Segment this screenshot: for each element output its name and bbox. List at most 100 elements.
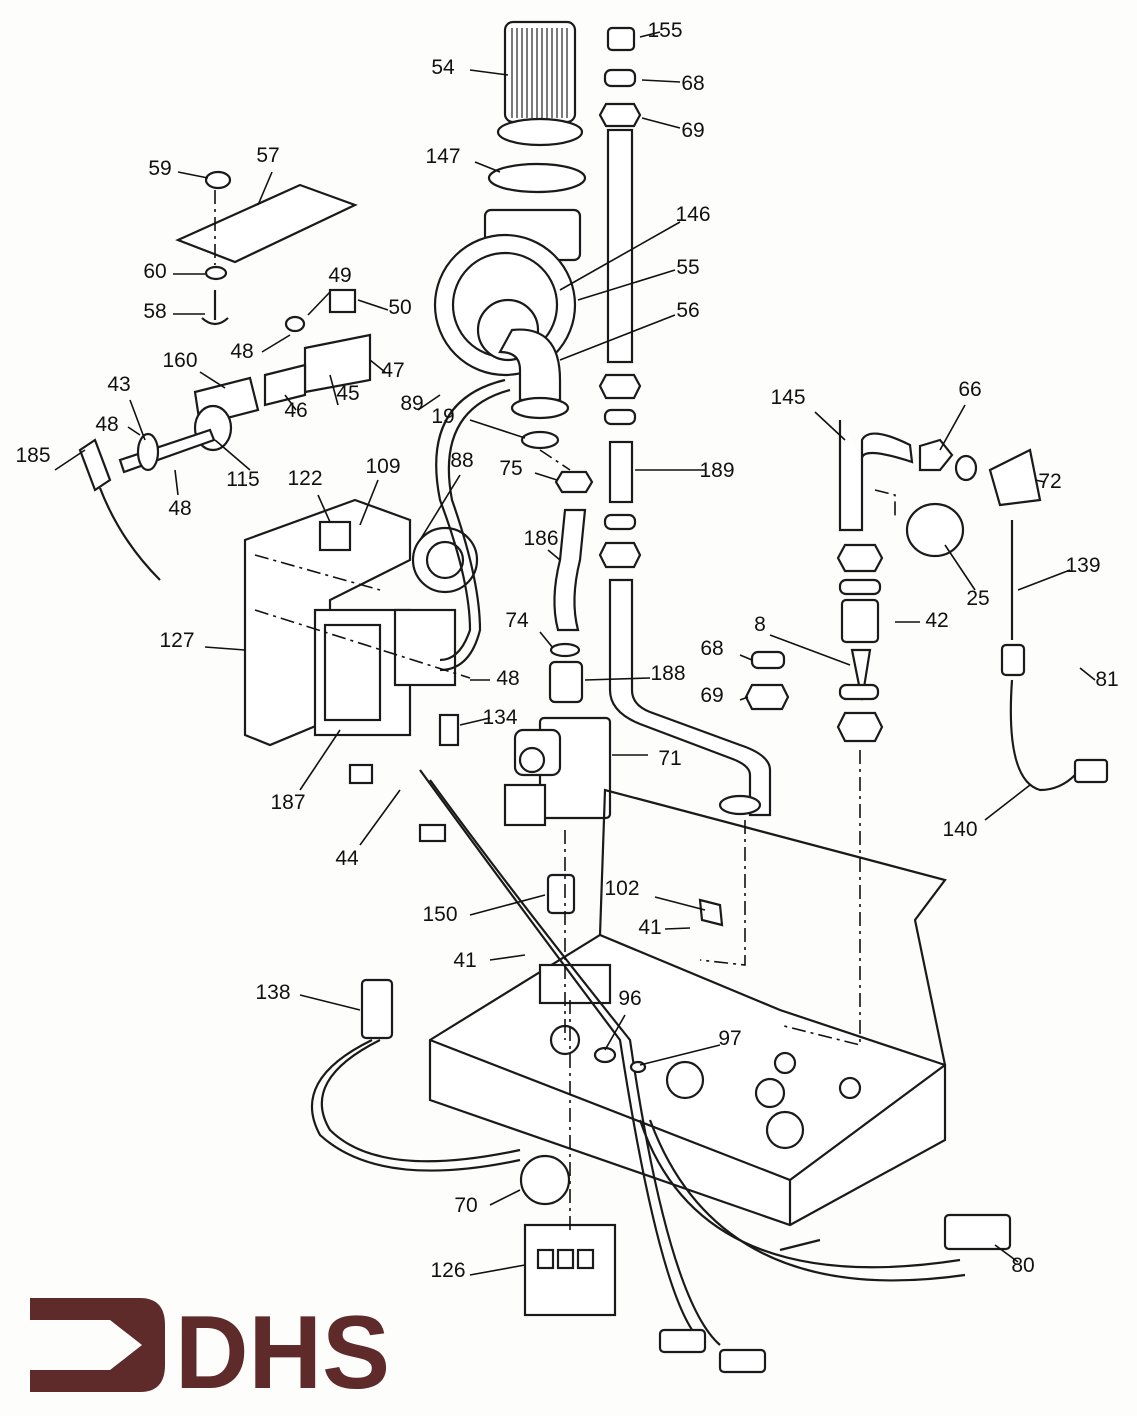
part-number-label: 49: [328, 264, 351, 287]
part-number-label: 68: [681, 72, 704, 95]
logo-text: DHS: [175, 1295, 390, 1411]
part-number-label: 102: [604, 877, 639, 900]
part-number-label: 74: [505, 609, 529, 632]
part-number-label: 42: [925, 609, 948, 632]
part-number-label: 44: [335, 847, 359, 870]
leader-line: [469, 69, 509, 76]
gas-pipe: [598, 26, 772, 817]
leader-line: [664, 927, 691, 930]
leader-line: [469, 419, 526, 439]
leader-line: [547, 549, 561, 561]
leader-line: [261, 334, 291, 353]
leader-line: [369, 359, 386, 373]
part-number-label: 47: [381, 359, 404, 382]
part-number-label: 60: [143, 260, 166, 283]
leader-line: [639, 31, 661, 38]
part-number-label: 134: [482, 706, 517, 729]
leader-line: [1034, 479, 1046, 483]
part-number-label: 71: [658, 747, 681, 770]
part-number-label: 68: [700, 637, 723, 660]
leader-line: [329, 374, 339, 406]
leader-line: [639, 1044, 721, 1066]
leader-line: [577, 269, 676, 301]
leader-line: [654, 896, 706, 911]
leader-line: [459, 717, 491, 726]
part-number-label: 147: [425, 145, 460, 168]
control-panel-bracket: [243, 498, 479, 747]
leader-line: [489, 1189, 521, 1206]
part-number-label: 48: [168, 497, 191, 520]
part-number-label: 46: [284, 399, 307, 422]
part-number-label: 185: [15, 444, 50, 467]
leader-line: [299, 994, 361, 1011]
leader-line: [944, 544, 976, 591]
part-number-label: 41: [638, 916, 661, 939]
leader-line: [739, 654, 753, 661]
alignment-lines: [214, 190, 896, 1230]
part-number-label: 160: [162, 349, 197, 372]
leader-lines: [54, 31, 1096, 1276]
part-number-label: 57: [256, 144, 279, 167]
leader-line: [174, 469, 179, 496]
arrow-mark: [30, 1298, 165, 1392]
leader-line: [769, 634, 851, 666]
leader-line: [359, 479, 379, 526]
leader-line: [359, 789, 401, 846]
leader-line: [177, 171, 209, 179]
part-number-label: 97: [718, 1027, 741, 1050]
leader-line: [417, 394, 441, 411]
leader-line: [939, 404, 966, 451]
part-number-label: 48: [95, 413, 118, 436]
leader-line: [984, 784, 1031, 821]
leader-line: [469, 894, 546, 916]
leader-line: [534, 472, 558, 481]
leader-line: [284, 394, 297, 411]
part-number-label: 43: [107, 373, 130, 396]
leader-line: [307, 291, 331, 316]
part-number-label: 8: [754, 613, 766, 636]
part-number-label: 72: [1038, 470, 1061, 493]
part-number-label: 80: [1011, 1254, 1034, 1277]
dhs-logo: DHS: [30, 1295, 390, 1411]
part-number-label: 155: [647, 19, 682, 42]
leader-line: [814, 411, 846, 441]
leader-line: [641, 79, 681, 83]
part-number-label: 48: [496, 667, 519, 690]
leader-line: [204, 646, 246, 651]
leader-line: [584, 677, 651, 681]
part-number-label: 127: [159, 629, 194, 652]
leader-line: [739, 696, 749, 701]
part-number-label: 109: [365, 455, 400, 478]
leader-line: [199, 371, 226, 389]
part-number-label: 45: [336, 382, 359, 405]
part-number-label: 140: [942, 818, 977, 841]
part-number-label: 55: [676, 256, 699, 279]
leader-line: [489, 954, 526, 961]
part-number-label: 189: [699, 459, 734, 482]
leader-line: [1079, 667, 1096, 681]
leader-line: [474, 161, 501, 173]
leader-line: [357, 299, 389, 311]
parts-drawing: [78, 20, 1109, 1374]
leader-line: [559, 314, 676, 361]
part-number-label: 96: [618, 987, 641, 1010]
leader-line: [539, 631, 554, 649]
part-number-label: 56: [676, 299, 699, 322]
part-number-label: 70: [454, 1194, 477, 1217]
part-number-label: 145: [770, 386, 805, 409]
leader-line: [994, 1244, 1019, 1263]
leader-line: [54, 449, 86, 471]
part-number-label: 54: [431, 56, 455, 79]
part-number-label: 115: [226, 468, 259, 491]
part-number-label: 25: [966, 587, 989, 610]
part-number-label: 138: [255, 981, 290, 1004]
part-number-label: 187: [270, 791, 305, 814]
part-number-label: 186: [523, 527, 558, 550]
leader-line: [257, 171, 273, 206]
part-number-label: 66: [958, 378, 981, 401]
part-number-label: 126: [430, 1259, 465, 1282]
part-number-label: 89: [400, 392, 423, 415]
